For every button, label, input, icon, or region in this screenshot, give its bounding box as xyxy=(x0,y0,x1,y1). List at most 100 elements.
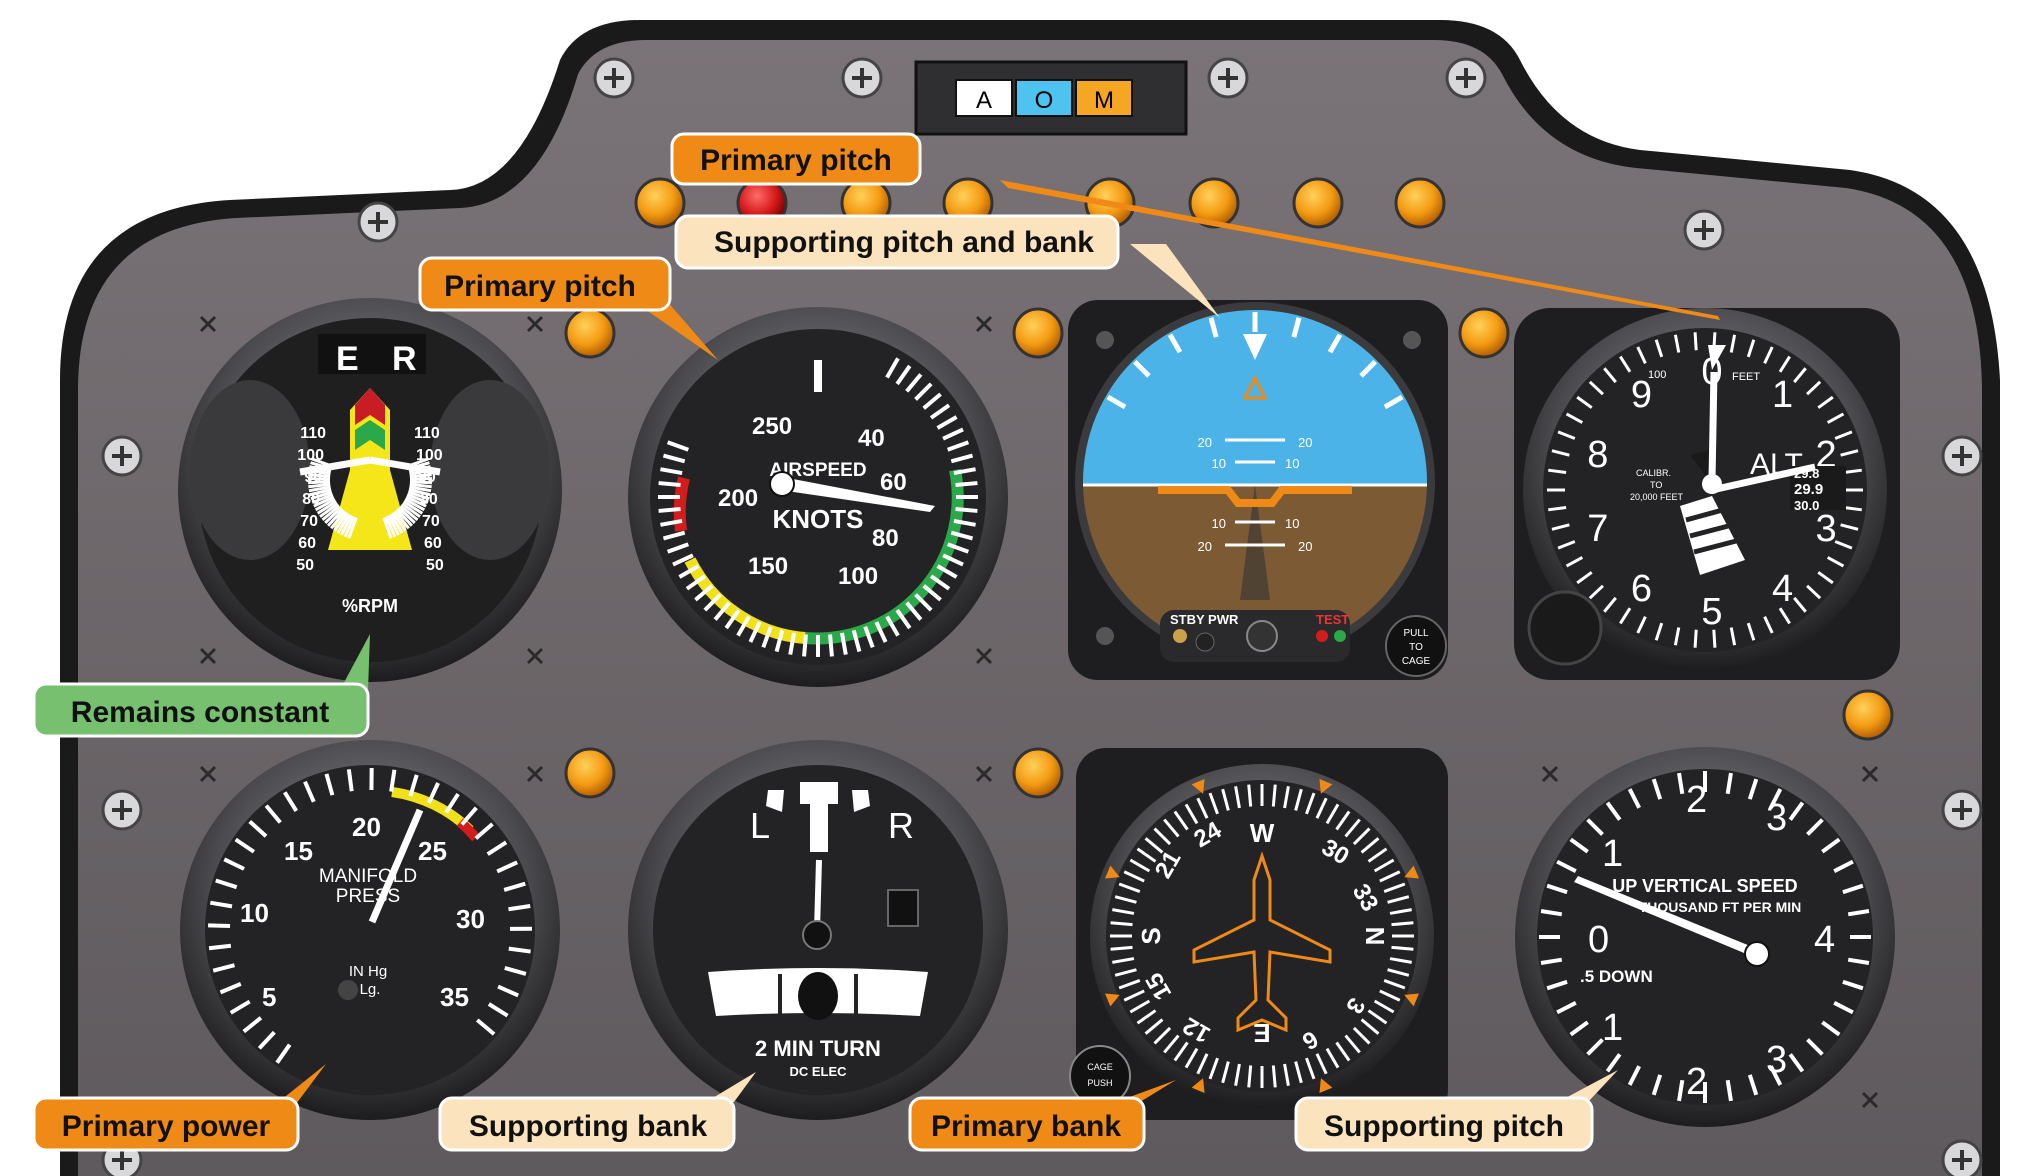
asi-tick xyxy=(660,467,683,476)
manifold-ticks xyxy=(208,767,533,1064)
vsi-tick-2-up: 2 xyxy=(1686,779,1707,821)
asi-tick xyxy=(662,530,686,541)
small-screw-icon xyxy=(1861,1091,1879,1109)
alt-tick xyxy=(1557,430,1576,440)
asi-tick xyxy=(895,364,912,386)
alt-digit: 5 xyxy=(1701,591,1722,633)
asi-tick-100: 100 xyxy=(838,563,878,590)
altimeter-digits: 0123456789 xyxy=(1587,351,1836,633)
hdg-tick xyxy=(1367,1009,1388,1025)
screw-icon xyxy=(1207,57,1249,99)
annunciator-a: A xyxy=(976,87,992,114)
vsi-tick-4: 4 xyxy=(1814,919,1835,961)
map-tick xyxy=(209,900,233,909)
alt-calib-2: TO xyxy=(1650,480,1662,490)
adi-cage: CAGE xyxy=(1402,656,1431,667)
tach-tick xyxy=(347,517,358,539)
asi-tick xyxy=(672,553,694,567)
adi-test-knob[interactable] xyxy=(1246,620,1278,652)
map-tick xyxy=(223,857,245,871)
asi-tick xyxy=(874,621,888,643)
asi-tick-250: 250 xyxy=(752,413,792,440)
vsi-tick xyxy=(1842,979,1864,991)
hdg-push: PUSH xyxy=(1087,1078,1112,1088)
hdg-s: S xyxy=(1136,927,1166,944)
tach-tick xyxy=(319,502,339,518)
asi-tick xyxy=(851,629,862,653)
tach-label-left: 50 xyxy=(296,557,314,574)
asi-tick xyxy=(922,584,942,602)
alt-tick xyxy=(1746,622,1756,641)
map-tick xyxy=(257,1030,276,1050)
asi-tick xyxy=(905,373,923,393)
alt-tick xyxy=(1673,334,1681,353)
map-tick xyxy=(208,923,231,929)
altimeter-knob[interactable] xyxy=(1527,590,1603,666)
hdg-tick xyxy=(1247,784,1253,807)
screw-icon xyxy=(1941,1139,1983,1176)
hdg-tick xyxy=(1163,818,1180,838)
asi-tick xyxy=(942,553,964,567)
hdg-tick xyxy=(1271,1065,1277,1088)
hdg-tick xyxy=(1110,945,1133,951)
tach-tick xyxy=(307,480,331,485)
hdg-tick xyxy=(1283,786,1290,809)
alt-hundred: 100 xyxy=(1648,369,1666,381)
tach-tick xyxy=(327,508,345,527)
alt-kollsman-3: 30.0 xyxy=(1794,498,1819,513)
hdg-tick xyxy=(1373,999,1395,1014)
hdg-tick xyxy=(1114,968,1137,977)
screw-icon xyxy=(1683,209,1725,251)
map-tick xyxy=(219,982,242,995)
vsi-label-2: THOUSAND FT PER MIN xyxy=(1639,899,1802,915)
vsi-tick xyxy=(1788,801,1805,821)
adi-cage-knob[interactable] xyxy=(1385,615,1447,677)
tach-tick xyxy=(406,493,429,504)
manifold-pressure-gauge: 5 10 15 20 25 30 35 MANIFOLD PRESS IN Hg… xyxy=(180,740,560,1120)
alt-tick xyxy=(1693,332,1698,351)
alt-calib-1: CALIBR. xyxy=(1636,468,1671,478)
alt-tick xyxy=(1603,367,1617,384)
asi-tick xyxy=(666,542,690,554)
tach-tick xyxy=(308,482,331,489)
hdg-tick xyxy=(1173,810,1189,831)
small-screw-icon xyxy=(199,647,217,665)
map-tick-35: 35 xyxy=(440,982,469,1012)
map-tick xyxy=(474,822,494,840)
asi-tick xyxy=(953,467,976,476)
alt-tick xyxy=(1551,523,1570,531)
asi-tick xyxy=(914,382,933,401)
asi-tick xyxy=(828,634,834,657)
tach-tick xyxy=(310,490,333,501)
asi-tick xyxy=(946,542,970,554)
map-tick xyxy=(389,769,397,792)
small-screw-icon xyxy=(975,647,993,665)
asi-tick xyxy=(788,632,797,655)
tach-tick xyxy=(401,502,421,518)
map-tick xyxy=(275,1043,292,1064)
asi-tick xyxy=(774,629,785,653)
tach-tick xyxy=(324,506,343,524)
hdg-tick xyxy=(1325,1047,1340,1069)
hdg-index-marker xyxy=(1105,993,1120,1007)
alt-calib-3: 20,000 FEET xyxy=(1630,492,1684,502)
asi-tick xyxy=(929,574,951,591)
alt-tick xyxy=(1817,395,1834,409)
tc-left: L xyxy=(750,805,770,846)
tach-label-left: 60 xyxy=(298,535,316,552)
heading-ticks xyxy=(1105,779,1419,1093)
annunciator-box: A O M xyxy=(914,60,1188,136)
vsi-tick-3-up: 3 xyxy=(1766,797,1787,839)
hdg-tick xyxy=(1234,1063,1241,1086)
asi-tick xyxy=(955,481,978,487)
tach-label-right: 70 xyxy=(422,513,440,530)
vsi-tick xyxy=(1605,1053,1622,1073)
hdg-tick xyxy=(1136,847,1157,863)
vsi-tick xyxy=(1586,1038,1604,1056)
map-tick xyxy=(215,878,238,890)
tach-label-right: 110 xyxy=(414,425,440,442)
alt-kollsman-2: 29.9 xyxy=(1794,481,1823,498)
hdg-tick xyxy=(1344,818,1361,838)
callout-primary-pitch-airspeed: Primary pitch xyxy=(418,256,718,360)
hdg-tick xyxy=(1221,1061,1230,1084)
